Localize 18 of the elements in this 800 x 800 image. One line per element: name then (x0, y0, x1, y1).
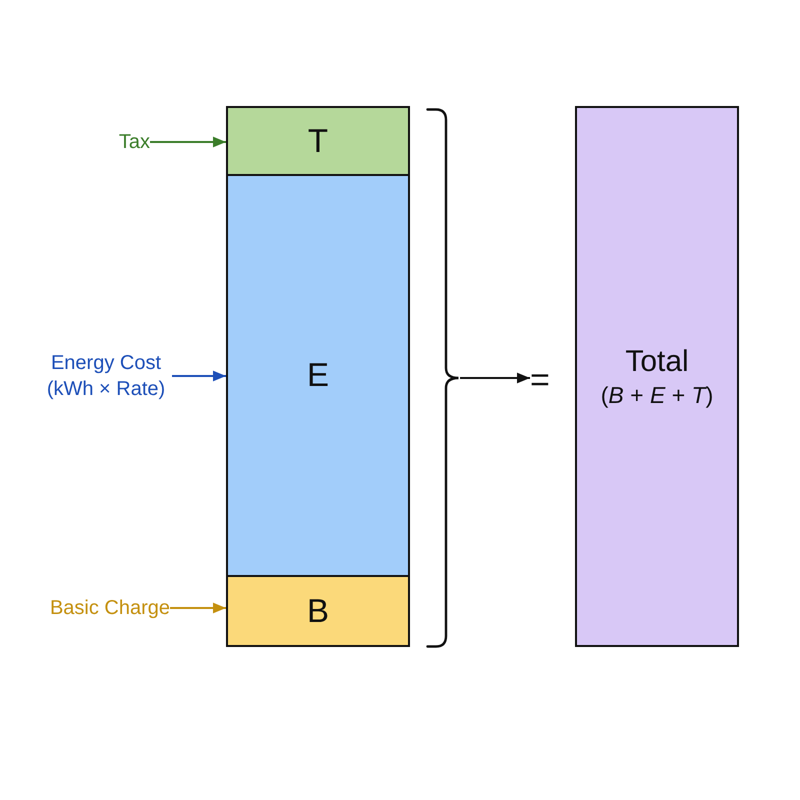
segment-letter: T (308, 120, 328, 161)
arrow (460, 372, 530, 384)
arrow (172, 370, 226, 382)
callout-label: Basic Charge (50, 595, 170, 621)
arrow (150, 136, 226, 148)
bar-segment (226, 577, 410, 647)
bar-segment (226, 176, 410, 577)
curly-brace (426, 108, 460, 648)
callout-label: Energy Cost (kWh × Rate) (40, 350, 172, 402)
bar-segment (226, 106, 410, 176)
equals-sign: = (530, 358, 550, 402)
total-bar (575, 106, 739, 647)
segment-letter: B (306, 590, 329, 631)
formula-label: (B + E + T) (600, 381, 714, 410)
total-label: Total (625, 344, 689, 380)
arrow (170, 602, 226, 614)
callout-label: Tax (118, 129, 150, 155)
segment-letter: E (306, 355, 329, 396)
